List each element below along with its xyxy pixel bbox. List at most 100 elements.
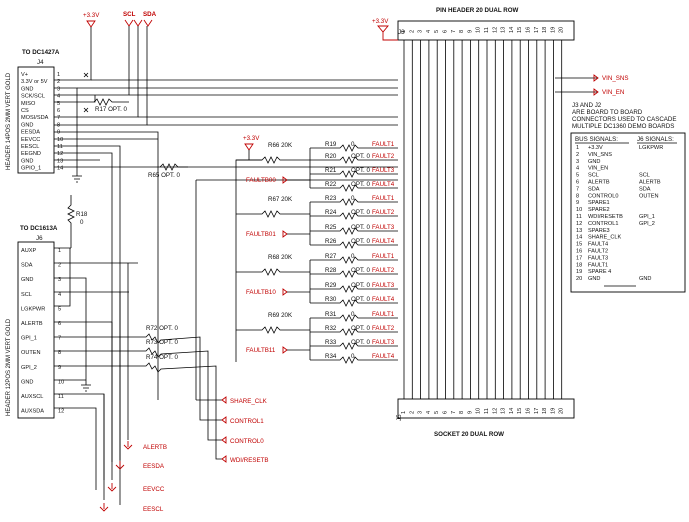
bus-row-j6-signal: ALERTB <box>639 180 661 186</box>
j3-pin-number: 8 <box>459 30 465 33</box>
j6-pin-number: 7 <box>58 336 61 342</box>
lower-net-labels: ALERTB EESDA EEVCC EESCL <box>99 263 167 513</box>
bus-row-j6-signal: SDA <box>639 186 651 192</box>
bus-row-number: 16 <box>576 249 582 255</box>
bus-row-signal: SPARE 4 <box>588 269 611 275</box>
j6-pin-name: AUXP <box>21 248 37 254</box>
j6-pin-name: SDA <box>21 263 33 269</box>
j3-pin-number: 10 <box>476 27 482 33</box>
j3-pin-number: 18 <box>542 27 548 33</box>
fault-resistor <box>310 198 398 206</box>
fault-net-label: FAULT4 <box>372 238 395 245</box>
pullup-resistor <box>236 268 310 276</box>
j6-pin-name: LGKPWR <box>21 306 45 312</box>
bus-row-number: 14 <box>576 235 582 241</box>
fault-net-label: FAULT3 <box>372 339 395 346</box>
j6-pin-name: AUXSDA <box>21 409 44 415</box>
bus-row-number: 9 <box>576 200 579 206</box>
fault-resistor-value: OPT. 0 <box>351 167 370 174</box>
net-control0: CONTROL0 <box>230 438 264 445</box>
fault-input-arrow <box>282 346 288 354</box>
j4-pin-name: EEVCC <box>21 137 40 143</box>
j6-pin-name: GND <box>21 277 33 283</box>
fault-input-label: FAULTB01 <box>246 231 276 238</box>
vin-nets: VIN_SNS VIN_EN <box>555 74 628 96</box>
pullup-resistor-label: R67 20K <box>268 196 293 203</box>
fault-resistor-value: OPT. 0 <box>351 153 370 160</box>
fault-resistor-ref: R30 <box>325 296 337 303</box>
bus-row-j6-signal: LGKPWR <box>639 145 663 151</box>
v33-fault: +3.3V <box>235 135 262 362</box>
bus-row-signal: GND <box>588 159 600 165</box>
fault-input-arrow <box>282 288 288 296</box>
fault-net-label: FAULT1 <box>372 253 395 260</box>
j3-pin-number: 4 <box>426 30 432 33</box>
j3-pin-number: 16 <box>526 27 532 33</box>
fault-net-label: FAULT3 <box>372 224 395 231</box>
bus-row-number: 1 <box>576 145 579 151</box>
pullup-resistor-label: R68 20K <box>268 254 293 261</box>
fault-resistor-value: OPT. 0 <box>351 181 370 188</box>
j6-title: TO DC1613A <box>20 225 58 232</box>
fault-net-label: FAULT1 <box>372 311 395 318</box>
j4-title: TO DC1427A <box>22 49 60 56</box>
j6-pin-name: GPI_2 <box>21 365 37 371</box>
fault-input-label: FAULTB11 <box>246 347 276 354</box>
j5-pin-number: 18 <box>542 408 548 414</box>
j5-pin-number: 2 <box>409 411 415 414</box>
fault-resistor-ref: R19 <box>325 141 337 148</box>
fault-input-label: FAULTB10 <box>246 289 276 296</box>
j6-pin-number: 9 <box>58 365 61 371</box>
bus-row-signal: SPARE2 <box>588 207 610 213</box>
r17-label: R17 OPT. 0 <box>95 106 128 113</box>
bus-row-number: 7 <box>576 186 579 192</box>
j3-pin-number: 1 <box>401 30 407 33</box>
fault-resistor-value: OPT. 0 <box>351 296 370 303</box>
fault-resistor-value: OPT. 0 <box>351 325 370 332</box>
j5-pin-number: 14 <box>509 408 515 414</box>
pullup-resistor <box>236 326 310 334</box>
j5-pin-number: 15 <box>517 408 523 414</box>
j4-pin-number: 2 <box>57 79 60 85</box>
fault-resistor-ref: R24 <box>325 209 337 216</box>
j6-ref: J6 <box>36 235 43 242</box>
fault-resistor-ref: R25 <box>325 224 337 231</box>
fault-resistor-value: OPT. 0 <box>351 339 370 346</box>
fault-resistor-ref: R34 <box>325 353 337 360</box>
j6-pin-number: 3 <box>58 277 61 283</box>
fault-resistor-ref: R26 <box>325 238 337 245</box>
net-vin-sns: VIN_SNS <box>602 75 628 82</box>
j6-wires <box>54 248 222 490</box>
fault-resistor <box>310 314 398 322</box>
r65-label: R65 OPT. 0 <box>148 172 181 179</box>
j3-pin-number: 19 <box>550 27 556 33</box>
bus-row-signal: FAULT1 <box>588 262 608 268</box>
fault-resistor-value: OPT. 0 <box>351 267 370 274</box>
j6-pin-number: 11 <box>58 394 64 400</box>
j3-body <box>397 20 575 41</box>
bus-row-signal: SDA <box>588 186 600 192</box>
j3-pin-number: 12 <box>492 27 498 33</box>
j4-body <box>17 66 55 174</box>
bus-row-signal: SPARE1 <box>588 200 610 206</box>
bus-row-number: 12 <box>576 221 582 227</box>
fault-net-label: FAULT2 <box>372 209 395 216</box>
j5-pin-number: 19 <box>550 408 556 414</box>
j4-pin-name: EESDA <box>21 130 40 136</box>
r74-label: R74 OPT. 0 <box>146 354 179 361</box>
fault-resistor <box>310 285 398 293</box>
j4-pin-name: GND <box>21 122 33 128</box>
fault-resistor <box>310 256 398 264</box>
bus-table-box <box>570 132 686 293</box>
pullup-resistor-label: R69 20K <box>268 312 293 319</box>
j4-pin-name: GND <box>21 86 33 92</box>
pullup-resistor <box>236 210 310 218</box>
note-block: J3 AND J2 ARE BOARD TO BOARD CONNECTORS … <box>572 102 677 130</box>
bus-row-signal: FAULT3 <box>588 255 608 261</box>
fault-resistor-ref: R33 <box>325 339 337 346</box>
note-line-2: ARE BOARD TO BOARD <box>572 109 643 116</box>
fault-net-label: FAULT2 <box>372 153 395 160</box>
j4-pin-name: EESCL <box>21 144 39 150</box>
